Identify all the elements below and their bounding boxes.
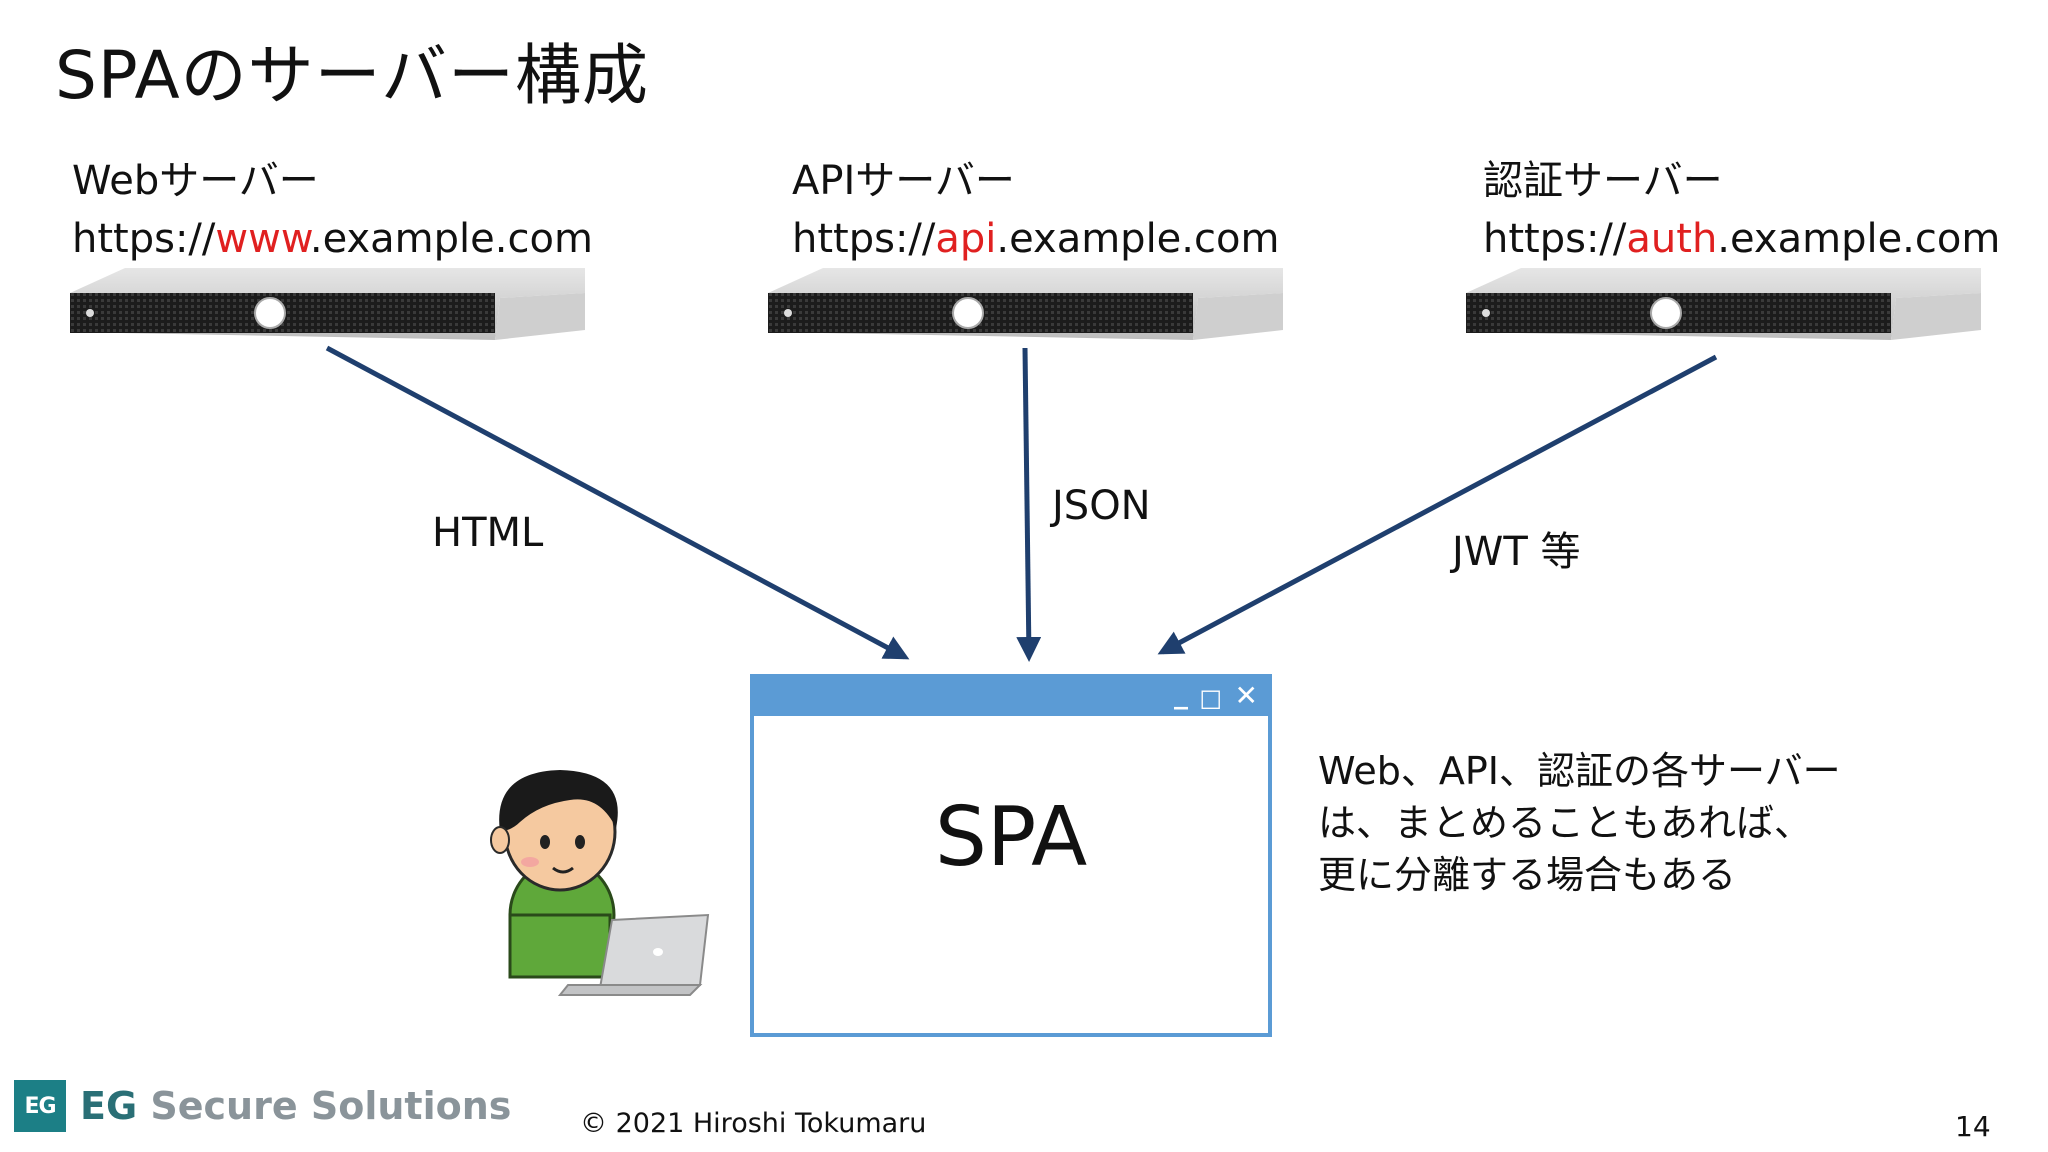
maximize-icon: □: [1199, 684, 1222, 712]
url-suffix: .example.com: [309, 216, 593, 262]
web-server-icon: [70, 268, 585, 340]
auth-server-icon: [1466, 268, 1981, 340]
note-line-1: Web、API、認証の各サーバー: [1318, 749, 1841, 793]
api-server-name: APIサーバー: [792, 158, 1015, 204]
api-server-url: https://api.example.com: [792, 210, 1279, 268]
edge-label-json: JSON: [1052, 483, 1151, 529]
edge-label-html: HTML: [432, 510, 544, 556]
url-prefix: https://: [72, 216, 216, 262]
url-highlight: www: [215, 216, 310, 262]
brand-mark-icon: EG: [14, 1080, 66, 1132]
edge-label-jwt: JWT 等: [1452, 529, 1581, 575]
note-line-2: は、まとめることもあれば、: [1318, 801, 1813, 845]
page-number: 14: [1955, 1110, 1991, 1143]
url-suffix: .example.com: [1717, 216, 2001, 262]
auth-server-name: 認証サーバー: [1483, 158, 1723, 204]
brand-name: EG Secure Solutions: [80, 1084, 511, 1128]
brand-logo: EG EG Secure Solutions: [14, 1080, 511, 1132]
user-with-laptop-icon: [490, 770, 710, 996]
close-icon: ✕: [1234, 679, 1258, 712]
side-note: Web、API、認証の各サーバー は、まとめることもあれば、 更に分離する場合も…: [1318, 745, 1841, 901]
url-suffix: .example.com: [996, 216, 1280, 262]
minimize-icon: _: [1174, 677, 1188, 710]
web-server-url: https://www.example.com: [72, 210, 593, 268]
api-server-label: APIサーバー https://api.example.com: [792, 152, 1279, 268]
brand-name-rest: Secure Solutions: [137, 1084, 512, 1128]
window-titlebar: _ □ ✕: [754, 678, 1268, 716]
copyright-text: © 2021 Hiroshi Tokumaru: [580, 1108, 927, 1139]
arrow-jwt: [1157, 354, 1718, 655]
web-server-name: Webサーバー: [72, 158, 319, 204]
auth-server-url: https://auth.example.com: [1483, 210, 2000, 268]
slide-title: SPAのサーバー構成: [55, 37, 649, 114]
api-server-icon: [768, 268, 1283, 340]
url-highlight: api: [935, 216, 997, 262]
arrow-json: [1016, 347, 1042, 662]
url-prefix: https://: [1483, 216, 1627, 262]
brand-name-strong: EG: [80, 1084, 138, 1128]
url-highlight: auth: [1626, 216, 1718, 262]
note-line-3: 更に分離する場合もある: [1318, 853, 1737, 897]
web-server-label: Webサーバー https://www.example.com: [72, 152, 593, 268]
auth-server-label: 認証サーバー https://auth.example.com: [1483, 152, 2000, 268]
spa-browser-window: _ □ ✕ SPA: [750, 674, 1272, 1037]
spa-label: SPA: [934, 790, 1088, 885]
url-prefix: https://: [792, 216, 936, 262]
arrow-html: [325, 345, 910, 660]
